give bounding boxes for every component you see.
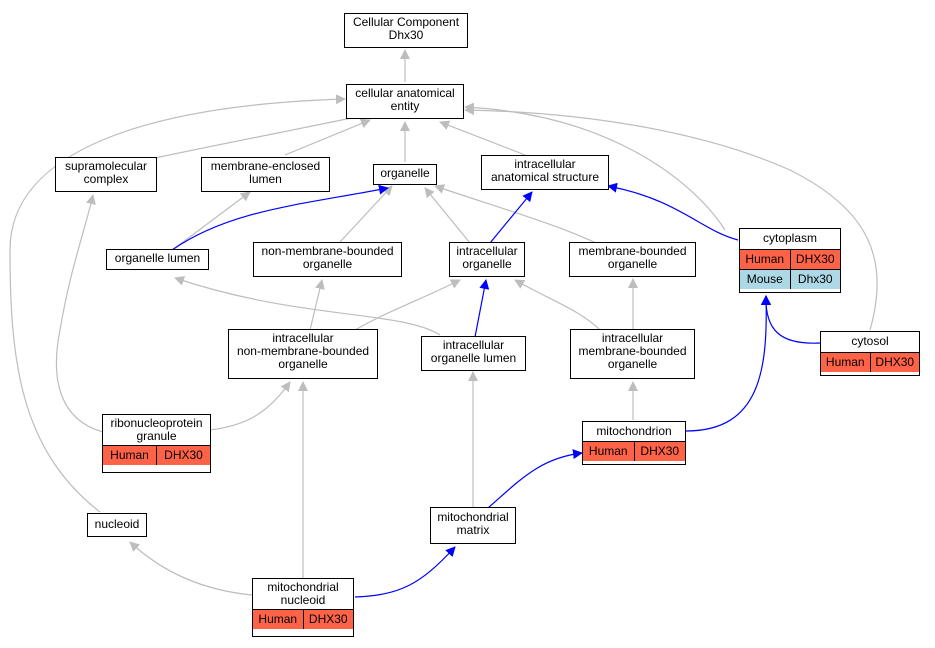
gene-cell: DHX30 [869, 353, 920, 372]
node-organelle[interactable]: organelle [373, 164, 437, 185]
node-label: organelle [380, 166, 430, 180]
edge-imbo-io [514, 279, 601, 331]
edge-mito-cytoplasm [685, 295, 772, 432]
node-cytosol[interactable]: cytosol Human DHX30 [820, 331, 920, 376]
node-intracellular-organelle-lumen[interactable]: intracellular organelle lumen [421, 336, 526, 371]
edge-cytoplasm-ias [607, 182, 739, 241]
gene-cell: DHX30 [156, 446, 210, 465]
edge-mbo-organelle [434, 184, 601, 246]
node-ribonucleoprotein-granule[interactable]: ribonucleoprotein granule Human DHX30 [102, 414, 211, 473]
annotation-row-human: Human DHX30 [583, 441, 685, 461]
node-intracellular-membrane-bounded-organelle[interactable]: intracellular membrane-bounded organelle [570, 329, 695, 379]
annotation-row-human: Human DHX30 [740, 249, 840, 269]
node-label: intracellular anatomical structure [490, 157, 600, 184]
node-non-membrane-bounded-organelle[interactable]: non-membrane-bounded organelle [253, 242, 402, 277]
edge-io-organelle [424, 187, 471, 244]
node-intracellular-organelle[interactable]: intracellular organelle [449, 242, 525, 277]
node-label: mitochondrial matrix [437, 510, 509, 537]
node-label: intracellular organelle [456, 244, 518, 271]
annotation-row-human: Human DHX30 [253, 609, 353, 629]
node-label: ribonucleoprotein granule [110, 416, 203, 443]
gene-cell: Dhx30 [789, 270, 841, 289]
edge-inmbo-io [354, 279, 461, 331]
node-nucleoid[interactable]: nucleoid [87, 513, 147, 537]
node-mitochondrial-nucleoid[interactable]: mitochondrial nucleoid Human DHX30 [252, 578, 354, 637]
annotation-row-human: Human DHX30 [103, 445, 210, 465]
edge-iol-io [474, 279, 490, 338]
species-cell: Human [588, 444, 628, 458]
node-label: cytoplasm [762, 231, 818, 245]
edge-cytosol-cae [464, 105, 878, 331]
node-label: cellular anatomical entity [355, 86, 455, 113]
edge-matrix-mito [487, 449, 583, 509]
species-cell: Human [110, 448, 149, 462]
node-cytoplasm[interactable]: cytoplasm Human DHX30 Mouse Dhx30 [739, 228, 841, 293]
gene-cell: DHX30 [302, 610, 354, 629]
edge-mel-cae [284, 118, 371, 156]
node-label: nucleoid [94, 517, 140, 531]
species-cell: Human [825, 355, 865, 369]
edge-rnp-supramolecular [55, 194, 104, 433]
annotation-row-human: Human DHX30 [821, 352, 919, 372]
edge-mnuc-matrix [354, 546, 456, 598]
edge-lumen-organelle [171, 184, 389, 251]
node-label: membrane-enclosed lumen [210, 159, 321, 186]
species-cell: Human [745, 252, 785, 266]
edge-mnuc-nucleoid [129, 541, 253, 596]
node-label: membrane-bounded organelle [578, 244, 687, 271]
edge-inmbo-nmbo [309, 279, 325, 331]
node-mitochondrion[interactable]: mitochondrion Human DHX30 [582, 421, 686, 465]
edge-nucleoid-cae [9, 94, 346, 513]
node-intracellular-non-membrane-bounded-organelle[interactable]: intracellular non-membrane-bounded organ… [228, 329, 378, 379]
node-label: supramolecular complex [64, 159, 148, 186]
node-organelle-lumen[interactable]: organelle lumen [106, 249, 209, 270]
gene-cell: DHX30 [789, 250, 841, 269]
node-label: intracellular non-membrane-bounded organ… [236, 331, 370, 371]
node-mitochondrial-matrix[interactable]: mitochondrial matrix [430, 507, 516, 544]
edge-io-ias [489, 191, 533, 244]
species-cell: Human [258, 612, 298, 626]
edge-lumen-mel [174, 191, 251, 249]
edge-nmbo-organelle [339, 185, 393, 243]
node-membrane-enclosed-lumen[interactable]: membrane-enclosed lumen [201, 157, 330, 192]
node-supramolecular-complex[interactable]: supramolecular complex [55, 157, 157, 192]
annotation-row-mouse: Mouse Dhx30 [740, 269, 840, 289]
node-cellular-component-root[interactable]: Cellular Component Dhx30 [344, 13, 468, 48]
node-label: cytosol [851, 334, 889, 348]
node-membrane-bounded-organelle[interactable]: membrane-bounded organelle [569, 242, 696, 277]
edge-ias-cae [439, 120, 526, 156]
node-label: mitochondrion [596, 424, 672, 438]
node-label: organelle lumen [114, 251, 201, 265]
node-label: intracellular organelle lumen [430, 338, 517, 365]
edge-rnp-inmbo [209, 381, 291, 431]
node-label: non-membrane-bounded organelle [261, 244, 394, 271]
node-intracellular-anatomical-structure[interactable]: intracellular anatomical structure [481, 155, 609, 190]
species-cell: Mouse [746, 272, 783, 286]
gene-cell: DHX30 [633, 442, 686, 461]
node-cellular-anatomical-entity[interactable]: cellular anatomical entity [346, 84, 464, 119]
edge-iol-lumen [174, 276, 441, 336]
node-label: Cellular Component Dhx30 [352, 15, 460, 42]
node-label: intracellular membrane-bounded organelle [578, 331, 687, 371]
node-label: mitochondrial nucleoid [267, 580, 339, 607]
edge-cytoplasm-cae [464, 102, 726, 231]
